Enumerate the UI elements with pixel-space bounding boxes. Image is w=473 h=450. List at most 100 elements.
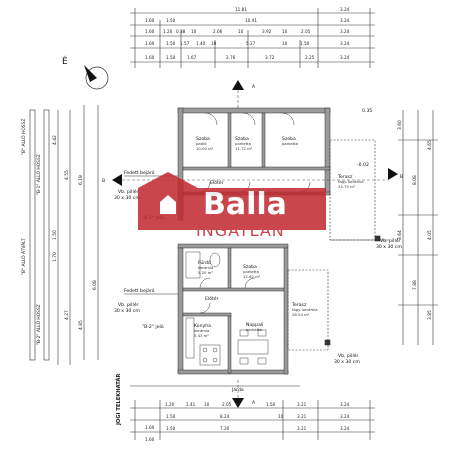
- left-vertical-labels: "B" ALLÓ HOSSZ "B-1" ALLÓ HOSSZ "B" ALLÓ…: [20, 119, 122, 426]
- right-dim-2: 8.08: [412, 175, 418, 185]
- left-label-2: "B-1" ALLÓ HOSSZ: [35, 154, 42, 195]
- dim-top-total: 11.81: [235, 7, 247, 12]
- section-a-top: A: [252, 84, 256, 90]
- sidewalk-label: Járda: [231, 386, 244, 393]
- dim-r1-a: 1.50: [166, 18, 176, 23]
- bath-size: 5.20 m²: [198, 270, 213, 275]
- dim-r4-f: 3.24: [340, 55, 350, 60]
- dim-r3-h: 3.24: [340, 41, 350, 46]
- right-vertical-labels: 3.60 8.08 4.65 3.64 4.05 7.88 3.85: [397, 120, 433, 320]
- dim-bottom-r2-label: 1.60: [145, 437, 155, 442]
- bottom-dimensions: [130, 400, 375, 440]
- right-vertical-dims: [398, 110, 438, 345]
- room-1-size: 10.00 m²: [196, 146, 214, 151]
- dim-b0-g: 3.24: [340, 402, 350, 407]
- room-4-floor: parketta: [243, 269, 259, 274]
- hall-1-name: Előtér: [210, 179, 224, 186]
- left-dim-8: 6.08: [92, 280, 98, 290]
- dim-b1-b: 8.24: [220, 414, 230, 419]
- jogi-telekhatar-label: JOGI TELEKHATÁR: [115, 374, 122, 426]
- dim-row3-label: 1.60: [145, 41, 155, 46]
- dim-row4-label: 1.60: [145, 55, 155, 60]
- dim-r3-f: 10: [282, 41, 288, 46]
- pillar-right-lower: Vb. pillér: [338, 352, 359, 359]
- pillar-upper-left-size: 30 x 30 cm: [114, 195, 140, 201]
- left-label-3: "B" ALLÓ ÁTVÁLT: [20, 238, 27, 275]
- dim-row2-label: 1.60: [145, 29, 155, 34]
- north-arrow: É: [62, 55, 110, 91]
- left-dim-5: 1.70: [52, 252, 58, 262]
- left-dim-4: 1.50: [52, 230, 58, 240]
- pillar-right-lower-size: 30 x 30 cm: [334, 359, 360, 365]
- room-4-name: Szoba: [243, 264, 257, 270]
- kitchen-size: 5.43 m²: [194, 333, 209, 338]
- hall-2-name: Előtér: [205, 295, 219, 302]
- left-dim-2: 4.55: [64, 170, 70, 180]
- dim-r3-e: 5.27: [246, 41, 256, 46]
- logo-sub-text: INGATLAN: [196, 221, 285, 240]
- left-dim-1: 4.42: [52, 135, 58, 145]
- dim-b2-b: 7.20: [220, 426, 230, 431]
- pillar-lower-left: Vb. pillér: [118, 301, 139, 308]
- section-b-right: B: [400, 174, 403, 180]
- kitchen-name: Konyha: [194, 323, 211, 329]
- dim-r3-c: 1.40: [196, 41, 206, 46]
- dim-r2-b: 0.38: [176, 29, 186, 34]
- bottom-dimension-texts: 1.60 1.60 1.20 1.41 10 2.05 1.50 3.21 3.…: [145, 402, 350, 442]
- section-markers: A A B B: [102, 80, 403, 408]
- logo-main-text: Balla: [203, 187, 287, 222]
- dim-b1-e: 3.24: [340, 414, 350, 419]
- room-2-name: Szoba: [235, 136, 249, 142]
- dim-b0-c: 10: [204, 402, 210, 407]
- living-name: Nappali: [246, 322, 263, 328]
- pillar-upper-left: Vb. pillér: [118, 188, 139, 195]
- terrace-2-name: Terasz: [291, 302, 307, 308]
- terrace-2-size: 26.54 m²: [292, 312, 310, 317]
- top-dimensions: [130, 8, 375, 68]
- dim-r4-b: 1.67: [187, 55, 197, 60]
- b2-marker: "B-2" jelű: [142, 324, 164, 330]
- room-labels: Szoba padló 10.00 m² Szoba parketta 11.7…: [194, 136, 364, 338]
- dim-r2-i: 3.24: [340, 29, 350, 34]
- right-dim-4: 3.64: [397, 230, 403, 240]
- left-label-1: "B" ALLÓ HOSSZ: [20, 119, 27, 155]
- terrace-1-size: 24.70 m²: [338, 184, 356, 189]
- right-dim-6: 7.88: [412, 280, 418, 290]
- terrace-1-name: Terasz: [337, 174, 353, 180]
- pillar-right-upper-size: 30 x 30 cm: [376, 244, 402, 250]
- dim-b1-c: 10: [278, 414, 284, 419]
- right-dim-1: 3.60: [397, 120, 403, 130]
- room-3-name: Szoba: [282, 136, 296, 142]
- left-dim-6: 4.27: [64, 310, 70, 320]
- right-dim-5: 4.05: [427, 230, 433, 240]
- dim-b2-a: 1.50: [166, 426, 176, 431]
- room-2-size: 11.72 m²: [235, 146, 253, 151]
- dim-b0-a: 1.20: [165, 402, 175, 407]
- terrace-1-floor: fagy. kerámia: [338, 179, 364, 184]
- dim-b1-a: 1.50: [166, 414, 176, 419]
- room-4-size: 12.62 m²: [243, 274, 261, 279]
- kitchen-floor: kerámia: [194, 328, 209, 333]
- dim-r2-e: 10: [238, 29, 244, 34]
- room-3-floor: parketta: [282, 141, 298, 146]
- living-floor: parketta: [246, 327, 262, 332]
- right-dim-7: 3.85: [427, 310, 433, 320]
- room-2-floor: parketta: [235, 141, 251, 146]
- balla-ingatlan-logo: Balla INGATLAN: [138, 172, 326, 240]
- covered-entry-upper: Fedett bejáró: [124, 169, 155, 176]
- dim-b1-d: 3.21: [297, 414, 307, 419]
- dim-r3-g: 1.50: [300, 41, 310, 46]
- room-1-name: Szoba: [196, 136, 210, 142]
- dim-r2-d: 2.06: [213, 29, 223, 34]
- dim-r2-c: 10: [191, 29, 197, 34]
- left-vertical-dims: [29, 105, 99, 365]
- dim-r2-h: 2.05: [301, 29, 311, 34]
- top-dimension-texts: 1.60 1.60 1.60 1.60 11.81 3.24 1.50 10.4…: [145, 7, 350, 60]
- dim-r3-a: 1.50: [166, 41, 176, 46]
- left-dim-3: 6.19: [78, 175, 84, 185]
- dim-top-terrace: 3.24: [340, 7, 350, 12]
- dim-r1-b: 10.41: [245, 18, 257, 23]
- dim-b0-d: 2.05: [222, 402, 232, 407]
